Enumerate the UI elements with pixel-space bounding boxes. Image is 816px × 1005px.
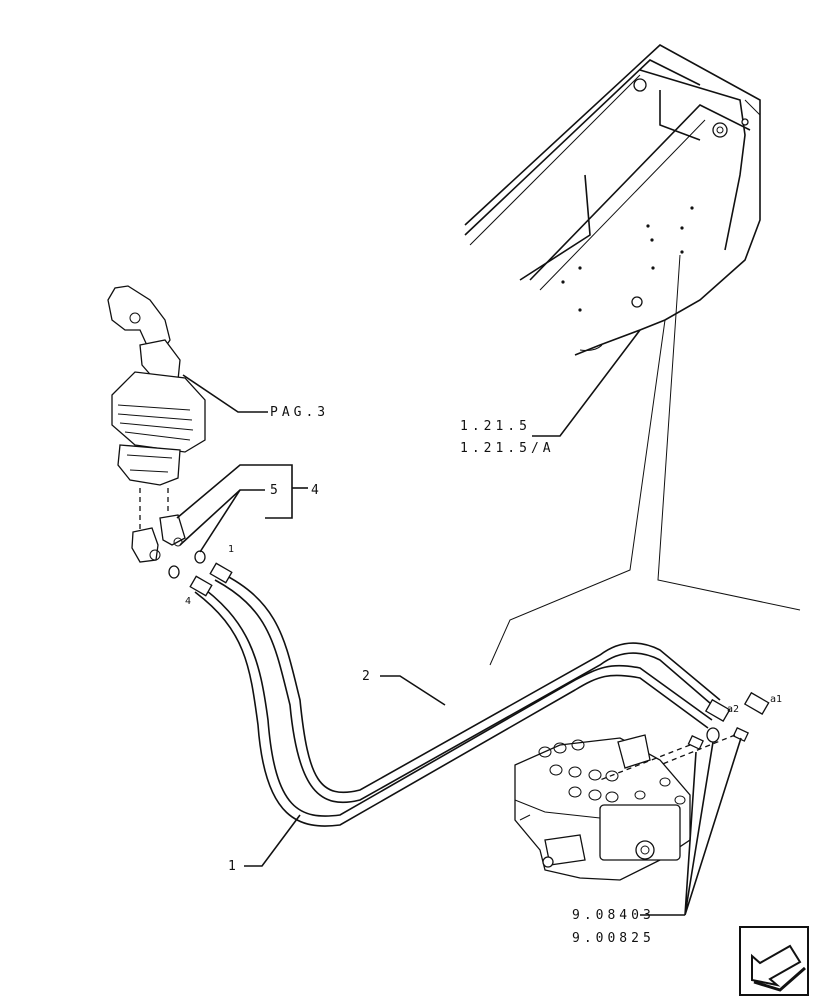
label-pag3: PAG.3 — [270, 405, 329, 420]
bracket-4 — [176, 464, 293, 519]
callout-5: 5 — [270, 483, 282, 498]
valve-ref-1: 9.08403 — [572, 908, 655, 923]
elbow-fittings — [131, 514, 206, 579]
port-a2: a2 — [727, 704, 739, 715]
callout-1: 1 — [228, 859, 240, 874]
joystick-control — [107, 285, 206, 486]
valve-ref-2: 9.00825 — [572, 931, 655, 946]
small-label-1: 1 — [228, 544, 234, 555]
leader-valve-ref — [640, 737, 742, 916]
small-label-4: 4 — [185, 596, 191, 607]
leader-frame-ref — [532, 329, 641, 437]
break-lines — [489, 254, 801, 666]
frame-ref-2: 1.21.5/A — [460, 441, 555, 456]
valve-fittings — [599, 726, 749, 781]
callout-2: 2 — [362, 669, 374, 684]
arrow-down-left-icon[interactable] — [739, 926, 809, 996]
control-valve — [514, 734, 691, 881]
port-a1: a1 — [770, 694, 782, 705]
callout-4: 4 — [311, 483, 323, 498]
leader-2 — [380, 675, 446, 706]
loader-frame — [464, 44, 761, 356]
leader-1 — [244, 814, 301, 867]
leader-pag3 — [182, 374, 268, 413]
hydraulic-hoses — [189, 562, 770, 827]
frame-ref-1: 1.21.5 — [460, 419, 531, 434]
